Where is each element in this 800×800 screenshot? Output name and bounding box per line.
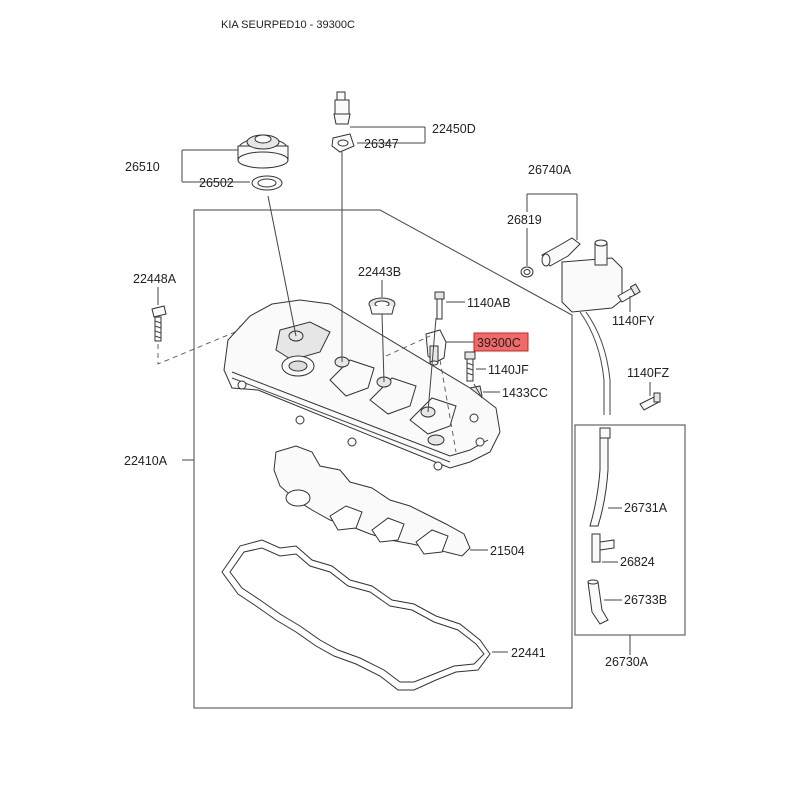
bolt-1140FZ (639, 392, 661, 411)
label-26733B: 26733B (624, 593, 667, 607)
oil-filler-cap (237, 134, 289, 169)
leader-26740A (526, 193, 578, 266)
label-26731A: 26731A (624, 501, 668, 515)
label-22448A: 22448A (133, 272, 177, 286)
label-26502: 26502 (199, 176, 234, 190)
bolt-22448A (151, 305, 167, 342)
gasket-21504 (273, 445, 471, 557)
oil-separator (541, 237, 623, 313)
cover-assembly-frame (193, 209, 573, 709)
label-26740A: 26740A (528, 163, 572, 177)
label-21504: 21504 (490, 544, 525, 558)
filler-cap-gasket (251, 175, 283, 191)
plug-seal (331, 133, 355, 153)
pcv-hose (589, 427, 611, 527)
label-1140JF: 1140JF (488, 363, 529, 377)
diagram-title: KIA SEURPED10 - 39300C (221, 19, 355, 31)
label-26730A: 26730A (605, 655, 649, 669)
hose-connector (591, 533, 615, 563)
label-1433CC: 1433CC (502, 386, 548, 400)
label-26347: 26347 (364, 137, 399, 151)
breather-plug (333, 91, 351, 125)
label-26824: 26824 (620, 555, 655, 569)
highlight-39300C (473, 332, 529, 352)
label-22450D: 22450D (432, 122, 476, 136)
label-1140FZ: 1140FZ (627, 366, 670, 380)
label-22441: 22441 (511, 646, 546, 660)
hose-26733B (587, 579, 609, 625)
leader-26510 (181, 149, 250, 183)
label-22410A: 22410A (124, 454, 168, 468)
label-22443B: 22443B (358, 265, 401, 279)
gasket-21504-rings (285, 489, 449, 555)
separator-hose (579, 311, 611, 415)
camshaft-position-sensor (425, 329, 447, 366)
bolt-1140JF (464, 351, 476, 382)
label-26510: 26510 (125, 160, 160, 174)
gasket-22441 (221, 539, 491, 691)
dash-sensor (385, 335, 457, 453)
spark-plug-seal (368, 297, 396, 315)
bolt-1140FY (617, 283, 641, 303)
leader-22450D (350, 126, 426, 144)
projection-lines (267, 152, 483, 413)
label-1140FY: 1140FY (612, 314, 656, 328)
label-39300C: 39300C (477, 336, 521, 350)
label-26819: 26819 (507, 213, 542, 227)
cylinder-head-cover (223, 299, 501, 471)
label-1140AB: 1140AB (467, 296, 511, 310)
gasket-22441-inner (229, 547, 485, 683)
bolt-1140AB (434, 291, 445, 320)
o-ring-26819 (520, 266, 534, 278)
